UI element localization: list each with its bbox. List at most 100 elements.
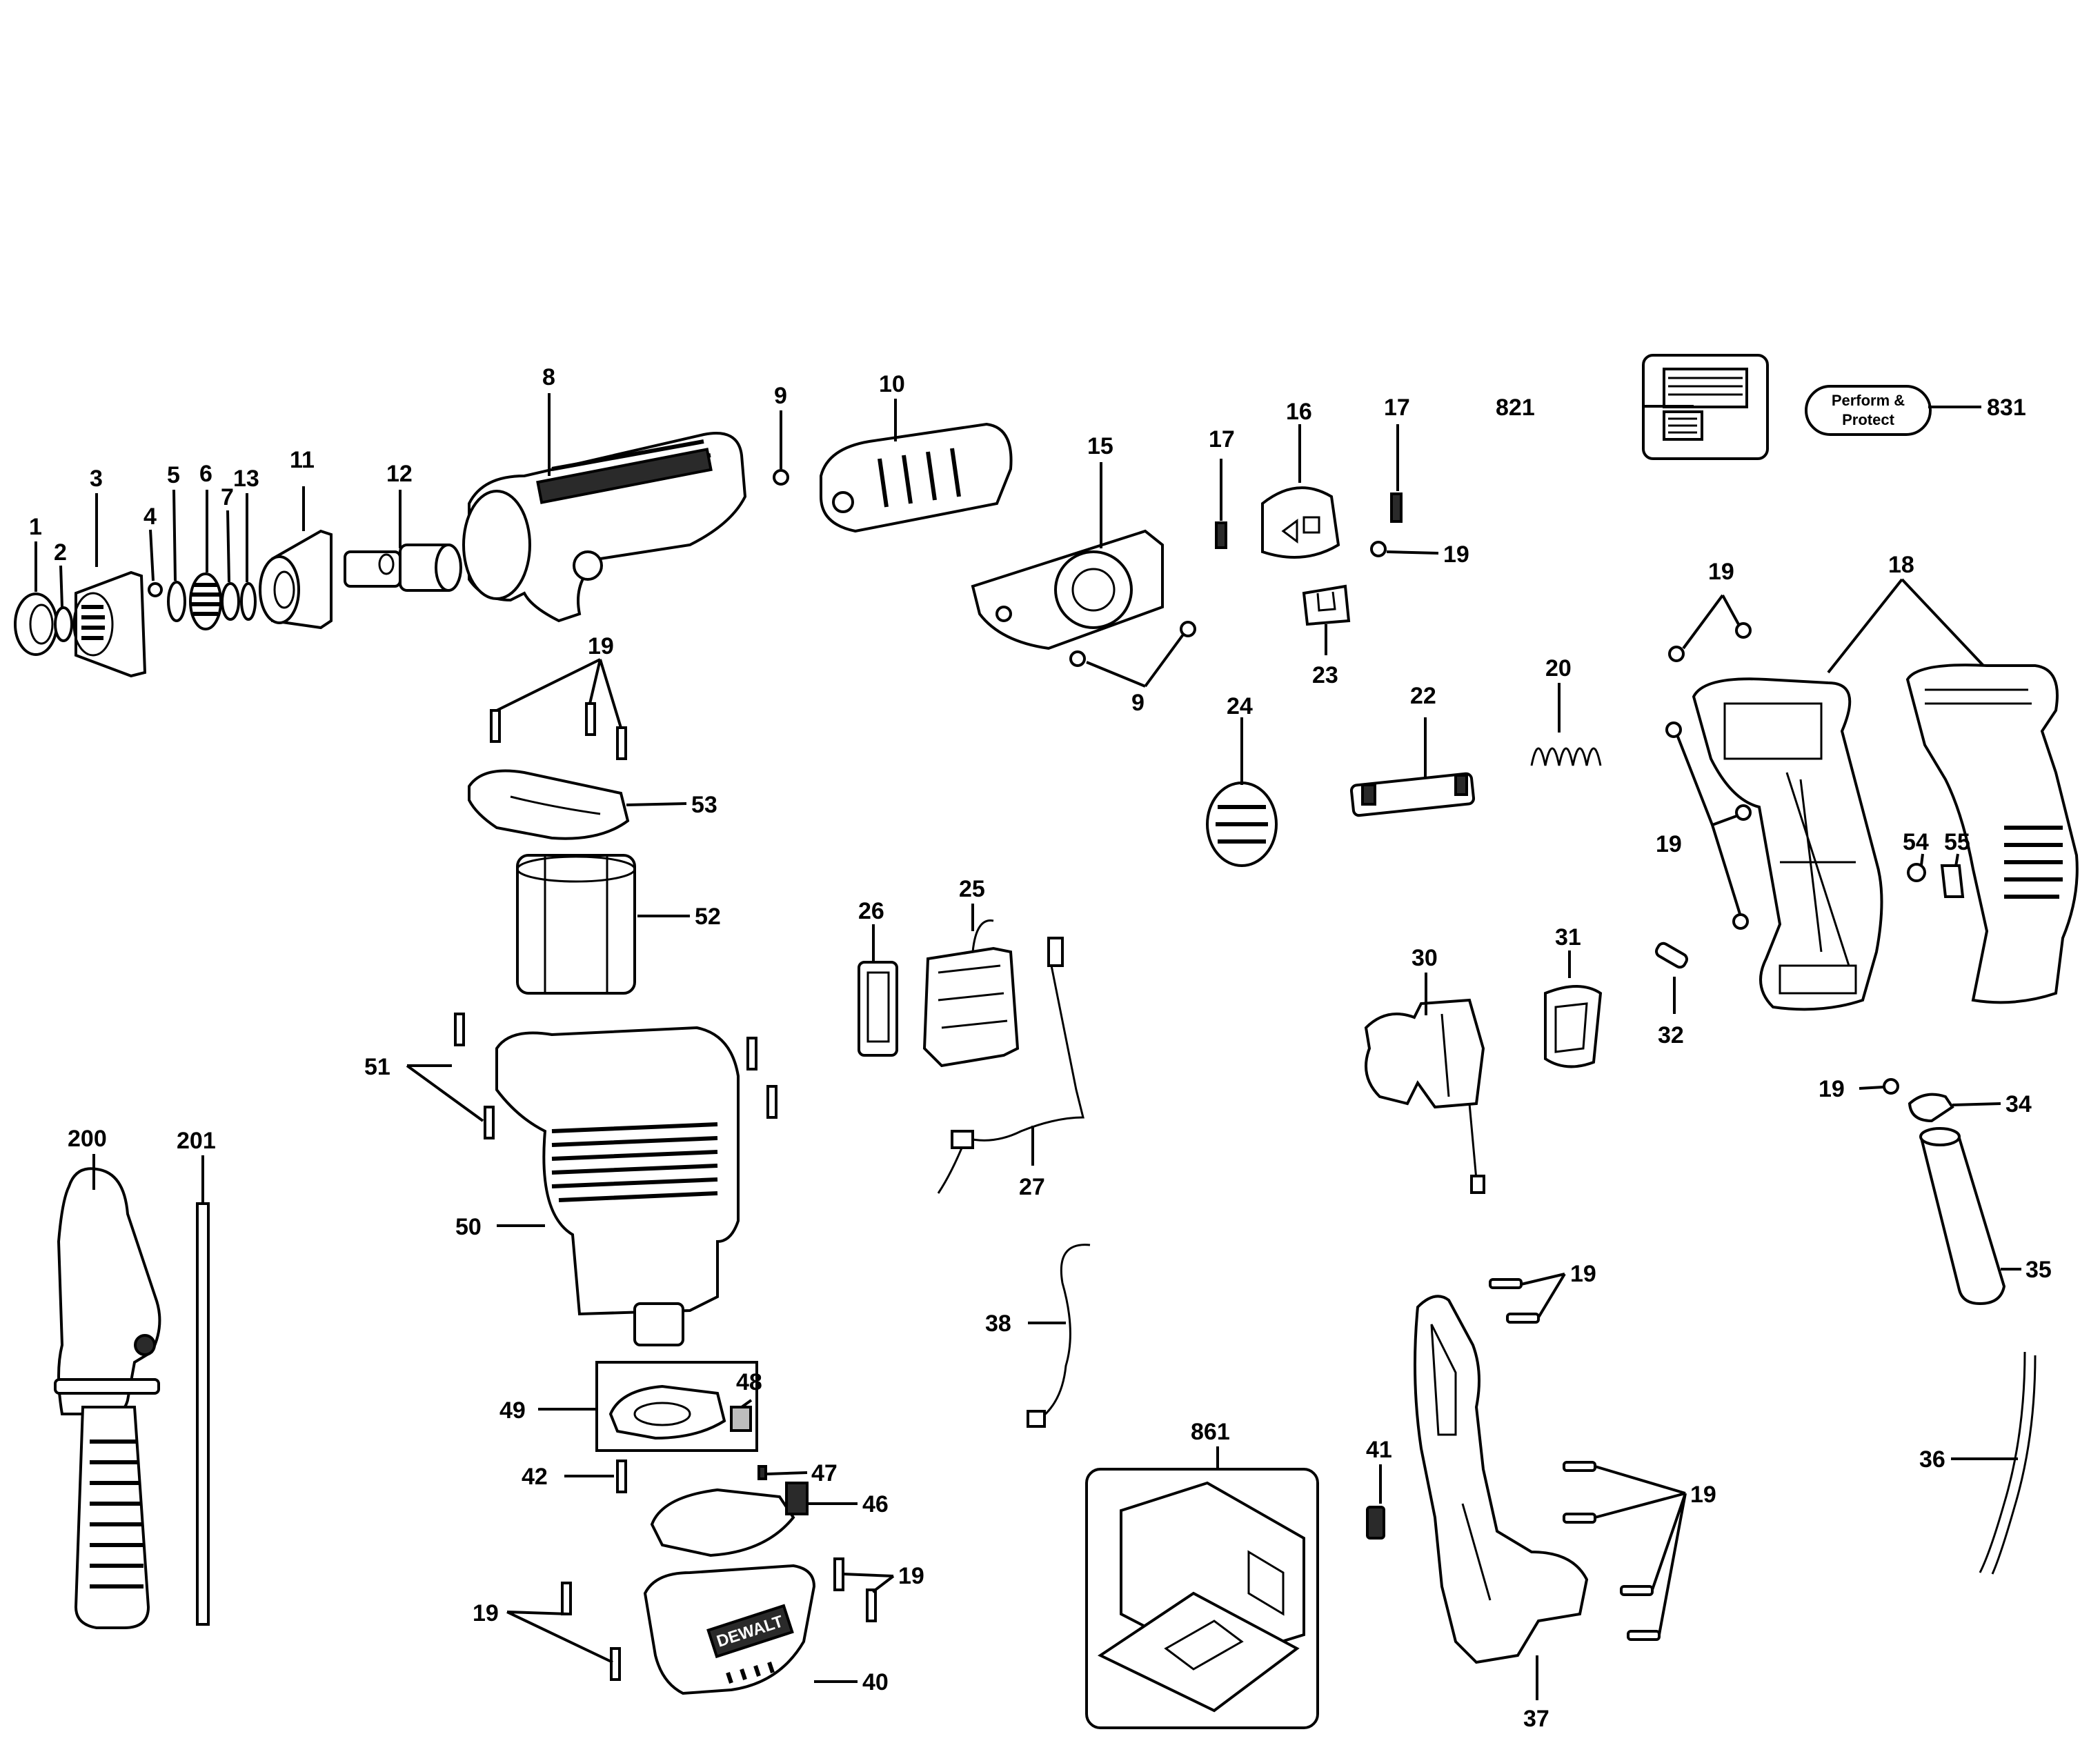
callout-30: 30 (1411, 945, 1438, 971)
callout-19-motor-top: 19 (588, 633, 614, 659)
part-19-handle-screws (1665, 622, 1752, 930)
part-18-handle-right (1905, 664, 2079, 1004)
callout-42: 42 (522, 1464, 548, 1490)
part-9-nuts-lower (1069, 621, 1196, 667)
part-821-label-plate (1642, 354, 1769, 460)
callout-200: 200 (68, 1126, 107, 1152)
callout-47: 47 (811, 1460, 838, 1486)
callout-2: 2 (54, 539, 67, 566)
part-8-gear-housing (462, 432, 747, 623)
part-13-ring (240, 582, 257, 621)
callout-23: 23 (1312, 662, 1338, 688)
callout-17-left: 17 (1209, 426, 1235, 452)
part-41-lock-button (1366, 1506, 1385, 1540)
part-7-washer (221, 582, 240, 621)
callout-201: 201 (177, 1128, 216, 1154)
part-30-switch (1364, 998, 1485, 1194)
part-46-end-cap (650, 1482, 809, 1557)
part-52-field (516, 854, 636, 995)
callout-36: 36 (1919, 1446, 1945, 1473)
part-17-spring-left (1215, 521, 1227, 549)
callout-5: 5 (167, 462, 180, 488)
part-15-gear-plate (971, 529, 1164, 650)
callout-9-top: 9 (774, 383, 787, 409)
part-19-screws-lower-right (1489, 1078, 1899, 1641)
part-31-trigger-lock (1544, 985, 1603, 1068)
callout-50: 50 (455, 1214, 482, 1240)
part-17-spring-right (1390, 492, 1403, 523)
part-38-wire (1027, 1244, 1091, 1428)
callout-19-cap-right: 19 (898, 1563, 924, 1589)
callout-15: 15 (1087, 433, 1113, 459)
callout-53: 53 (691, 792, 717, 818)
callout-821: 821 (1496, 395, 1535, 421)
badge-line-2: Protect (1842, 411, 1894, 428)
callout-831: 831 (1987, 395, 2026, 421)
callout-16: 16 (1286, 399, 1312, 425)
part-19-screw-knob (1370, 541, 1387, 557)
part-35-cord-protector (1919, 1127, 2006, 1306)
part-9-nut-top (773, 469, 789, 486)
callout-6: 6 (199, 461, 212, 487)
leader-lines (34, 393, 2021, 1700)
part-200-side-handle (54, 1167, 161, 1629)
part-50-motor-housing (495, 1026, 740, 1346)
callout-35: 35 (2025, 1257, 2052, 1283)
callout-9-lower: 9 (1131, 690, 1145, 716)
callout-numbers: 1 2 3 4 5 6 7 13 11 12 8 9 10 15 17 16 1… (29, 364, 2052, 1732)
part-40-rear-cover: DEWALT (643, 1564, 816, 1695)
part-27-wire-harness (937, 937, 1084, 1194)
part-5-washer (167, 581, 186, 622)
callout-18: 18 (1888, 552, 1914, 578)
part-37-handle-housing (1414, 1295, 1589, 1664)
part-1-nose-cap (14, 592, 58, 656)
callout-40: 40 (862, 1669, 889, 1695)
part-861-kit-box (1085, 1468, 1319, 1729)
callout-1: 1 (29, 514, 42, 540)
callout-11: 11 (290, 447, 315, 473)
callout-25: 25 (959, 876, 985, 902)
part-16-mode-knob (1261, 486, 1340, 559)
part-53-brush-holder (468, 769, 630, 840)
part-42-screw (616, 1460, 627, 1493)
callout-41: 41 (1366, 1437, 1392, 1463)
callout-8: 8 (542, 364, 555, 390)
part-201-depth-rod (196, 1202, 210, 1626)
callout-49: 49 (499, 1397, 526, 1424)
callout-26: 26 (858, 898, 884, 924)
part-25-electronic-module (922, 919, 1020, 1068)
callout-7: 7 (221, 484, 234, 510)
callout-51: 51 (364, 1054, 390, 1080)
callout-10: 10 (879, 371, 905, 397)
callout-32: 32 (1658, 1022, 1684, 1048)
part-831-perform-protect-badge: Perform & Protect (1805, 385, 1932, 436)
badge-line-1: Perform & (1832, 392, 1905, 409)
part-54-screw (1907, 863, 1926, 882)
part-34-cord-clamp (1908, 1093, 1954, 1123)
callout-54: 54 (1903, 829, 1929, 855)
part-12-spindle (344, 544, 462, 592)
part-4-ball (148, 582, 163, 597)
part-26-capacitor (858, 961, 898, 1057)
part-11-front-housing (259, 529, 333, 630)
callout-22: 22 (1410, 683, 1436, 709)
part-48-brush (730, 1406, 752, 1432)
callout-19-handle-side: 19 (1656, 831, 1682, 857)
part-32-pin (1655, 942, 1688, 969)
part-36-power-cord (1979, 1351, 2037, 1575)
callout-19-handle-top: 19 (1708, 559, 1734, 585)
callout-19-cord: 19 (1819, 1076, 1845, 1102)
part-23-clip (1302, 584, 1351, 626)
callout-19-housing-top: 19 (1570, 1261, 1596, 1287)
callout-52: 52 (695, 904, 721, 930)
callout-12: 12 (386, 461, 413, 487)
part-18-handle-left (1692, 677, 1883, 1011)
callout-24: 24 (1227, 693, 1253, 719)
part-10-mode-cover (820, 422, 1013, 533)
callout-27: 27 (1019, 1174, 1045, 1200)
part-3-chuck-collar (72, 570, 147, 678)
part-49-brush-plate (608, 1384, 726, 1440)
callout-4: 4 (143, 504, 157, 530)
callout-38: 38 (985, 1311, 1011, 1337)
